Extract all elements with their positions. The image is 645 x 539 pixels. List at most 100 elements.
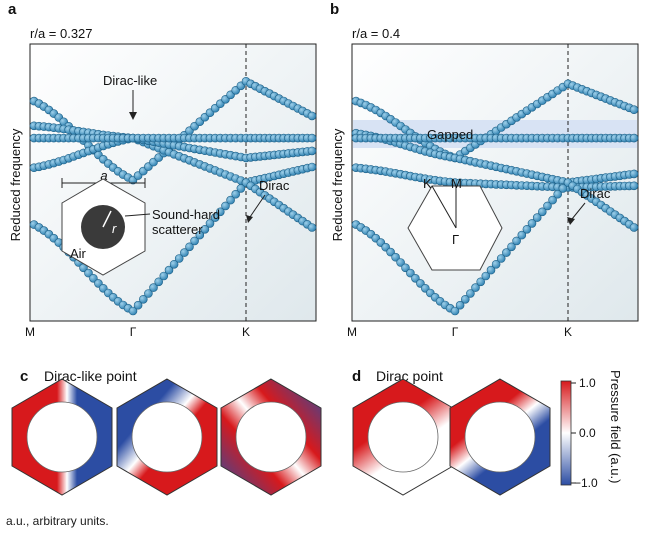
panel-c-letter: c: [20, 368, 28, 385]
band-4-point: [629, 181, 639, 191]
band-5-point: [411, 273, 420, 283]
band-5-point: [460, 294, 470, 304]
band-5-point: [216, 207, 225, 217]
panel-b-param: r/a = 0.4: [352, 26, 400, 41]
band-5-point: [532, 213, 542, 222]
band-5-point: [548, 195, 557, 205]
band-5-point: [471, 283, 480, 292]
panel-d-field-maps: [352, 378, 551, 496]
band-5-point: [128, 306, 138, 316]
band-5-point: [476, 277, 486, 287]
panel-b-dirac-arrowhead: [567, 217, 575, 225]
inset-gamma-label: Γ: [452, 232, 459, 247]
footnote: a.u., arbitrary units.: [6, 514, 109, 528]
panel-b-letter: b: [330, 1, 339, 18]
field-map-scatterer: [235, 401, 307, 473]
panel-a-dirac-like-arrowhead: [129, 112, 137, 120]
band-4-point: [307, 133, 317, 143]
panel-b-xtick-gamma: Γ: [452, 325, 459, 339]
band-5-point: [89, 273, 98, 283]
panel-d-letter: d: [352, 368, 361, 385]
panel-a-param: r/a = 0.327: [30, 26, 93, 41]
panel-a-dirac-label: Dirac: [259, 178, 290, 193]
band-5-point: [169, 259, 179, 269]
band-5-point: [133, 300, 143, 310]
band-5-point: [527, 219, 537, 228]
band-5-point: [226, 195, 235, 205]
band-5-point: [190, 236, 199, 246]
panel-c-field-maps: [11, 378, 322, 496]
inset-gamma-k-line: [431, 185, 457, 229]
panel-b-gapped-label: Gapped: [427, 127, 473, 142]
inset-m-label: M: [451, 176, 462, 191]
panel-b-bands: [351, 79, 639, 316]
panel-b-ylabel: Reduced frequency: [330, 128, 345, 241]
field-map-scatterer: [26, 401, 98, 473]
band-5-point: [180, 248, 189, 257]
band-5-point: [144, 289, 153, 298]
band-5-point: [391, 252, 400, 262]
inset-sound-hard-label: Sound-hard: [152, 207, 220, 222]
inset-scatterer-pointer: [124, 213, 151, 217]
band-1-point: [307, 111, 317, 121]
band-5-point: [401, 263, 410, 273]
panel-a-xtick-m: M: [25, 325, 35, 339]
panel-b-xtick-m: M: [347, 325, 357, 339]
band-5-point: [386, 247, 395, 257]
band-5-point: [84, 268, 93, 278]
colorbar-tick-label-top: 1.0: [579, 376, 596, 390]
panel-b-dirac-arrow: [571, 202, 586, 220]
band-5-point: [486, 265, 496, 275]
band-5-point: [231, 189, 240, 199]
colorbar-tick-label-bottom: −1.0: [574, 476, 598, 490]
band-5-point: [512, 236, 521, 246]
band-5-point: [236, 184, 246, 193]
band-5-point: [450, 306, 460, 316]
band-5-point: [481, 271, 491, 281]
panel-a-bands: [29, 77, 317, 316]
band-5-point: [537, 207, 547, 217]
band-3-point: [629, 133, 639, 143]
band-5-point: [558, 184, 568, 193]
band-5-point: [629, 223, 639, 232]
band-5-point: [406, 268, 415, 278]
colorbar-label: Pressure field (a.u.): [608, 370, 623, 483]
panel-a-ylabel: Reduced frequency: [8, 128, 23, 241]
band-3-point: [307, 146, 317, 156]
panel-a-xtick-k: K: [242, 325, 250, 339]
colorbar: [560, 380, 572, 486]
inset-k-label: K: [423, 176, 432, 191]
band-5-point: [164, 265, 174, 275]
panel-a-letter: a: [8, 1, 17, 18]
band-5-point: [205, 219, 215, 228]
band-5-point: [154, 277, 163, 287]
band-5-point: [553, 189, 563, 199]
band-5-point: [210, 213, 220, 222]
band-5-point: [159, 271, 169, 281]
band-5-point: [522, 225, 532, 234]
band-5-point: [502, 248, 511, 257]
band-5-point: [543, 201, 552, 211]
panel-a-dirac-arrowhead: [246, 215, 253, 223]
band-5-point: [455, 300, 465, 310]
field-map-scatterer: [367, 401, 439, 473]
panel-c-title: Dirac-like point: [44, 368, 137, 384]
band-5-point: [139, 294, 148, 304]
inset-air-label: Air: [70, 246, 87, 261]
band-5-point: [466, 289, 475, 298]
band-2-point: [307, 162, 317, 172]
panel-b-xtick-k: K: [564, 325, 572, 339]
panel-a-dirac-like-label: Dirac-like: [103, 73, 157, 88]
band-5-point: [517, 230, 527, 240]
inset-scatterer-label: scatterer: [152, 222, 203, 237]
band-5-point: [174, 254, 184, 263]
field-map-scatterer: [464, 401, 536, 473]
panel-d-title: Dirac point: [376, 368, 443, 384]
inset-r-label: r: [112, 221, 117, 236]
panel-a-xtick-gamma: Γ: [130, 325, 137, 339]
band-5-point: [200, 225, 210, 234]
field-map-scatterer: [131, 401, 203, 473]
band-5-point: [396, 258, 405, 267]
band-5-point: [185, 242, 194, 252]
band-2-point: [629, 169, 639, 179]
